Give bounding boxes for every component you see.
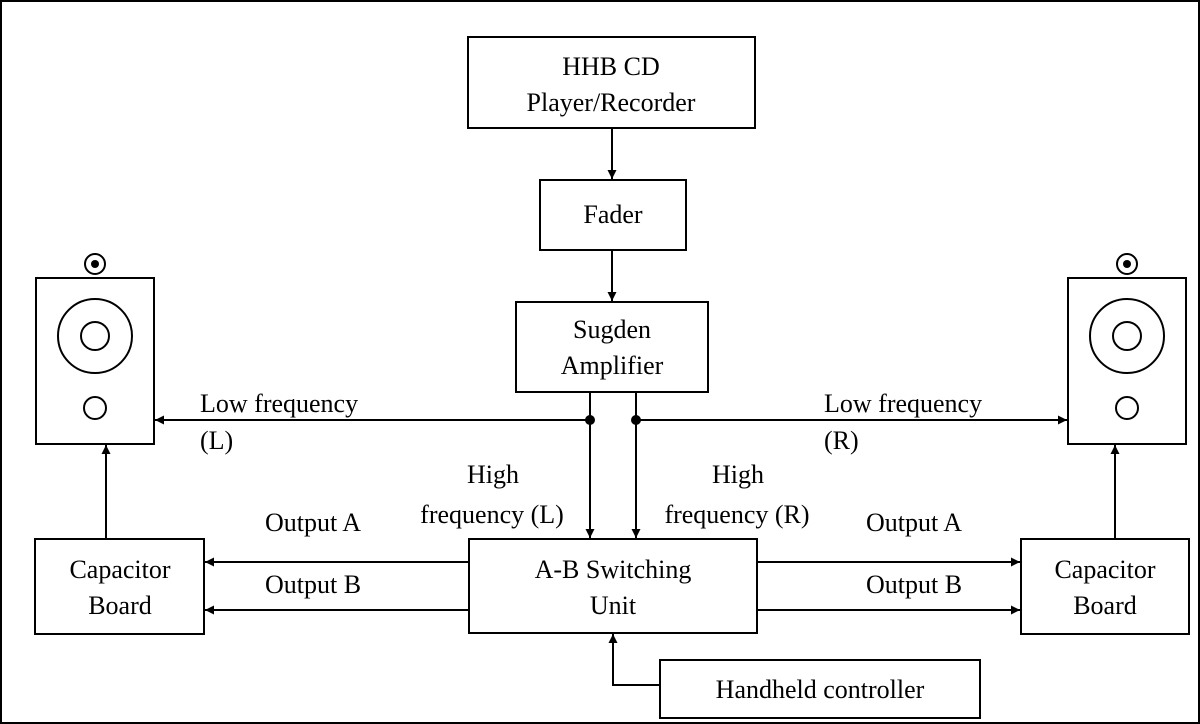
handheld-controller-block: Handheld controller [659,659,981,719]
fader-label: Fader [583,200,643,229]
speaker-left-tweeter-mark-icon [84,253,106,275]
label-high-frequency-right-line1: High [712,460,764,489]
speaker-right [1067,253,1187,445]
speaker-left [35,253,155,445]
speaker-right-woofer-icon [1089,298,1165,374]
label-high-frequency-left-line2: frequency (L) [420,500,564,529]
amplifier-label-line2: Amplifier [561,351,664,380]
speaker-left-cabinet [35,277,155,445]
speaker-left-port-icon [83,396,107,420]
amplifier-block: Sugden Amplifier [515,301,709,393]
fader-block: Fader [539,179,687,251]
junction-dot-right [631,415,641,425]
speaker-left-woofer-icon [57,298,133,374]
cd-player-label-line1: HHB CD [562,52,660,81]
capacitor-right-label-line2: Board [1073,591,1137,620]
capacitor-board-left: Capacitor Board [34,538,205,635]
label-low-frequency-left-line2: (L) [200,426,233,455]
capacitor-right-label-line1: Capacitor [1054,555,1155,584]
label-output-b-left: Output B [265,570,361,599]
amplifier-label-line1: Sugden [573,315,651,344]
speaker-right-tweeter-mark-icon [1116,253,1138,275]
speaker-right-cabinet [1067,277,1187,445]
cd-player-label-line2: Player/Recorder [527,88,696,117]
junction-dot-left [585,415,595,425]
switching-unit-label-line1: A-B Switching [535,555,692,584]
capacitor-left-label-line2: Board [88,591,152,620]
label-output-a-left: Output A [265,508,361,537]
handheld-controller-label: Handheld controller [716,675,925,704]
capacitor-board-right: Capacitor Board [1020,538,1190,635]
switching-unit-block: A-B Switching Unit [468,538,758,634]
switching-unit-label-line2: Unit [590,591,637,620]
label-high-frequency-left-line1: High [467,460,519,489]
label-output-b-right: Output B [866,570,962,599]
speaker-right-port-icon [1115,396,1139,420]
label-output-a-right: Output A [866,508,962,537]
capacitor-left-label-line1: Capacitor [69,555,170,584]
cd-player-block: HHB CD Player/Recorder [467,36,756,129]
label-low-frequency-right-line2: (R) [824,426,859,455]
arrow-controller-to-switching-unit [608,634,660,686]
label-low-frequency-right-line1: Low frequency [824,389,982,418]
label-low-frequency-left-line1: Low frequency [200,389,358,418]
label-high-frequency-right-line2: frequency (R) [664,500,809,529]
